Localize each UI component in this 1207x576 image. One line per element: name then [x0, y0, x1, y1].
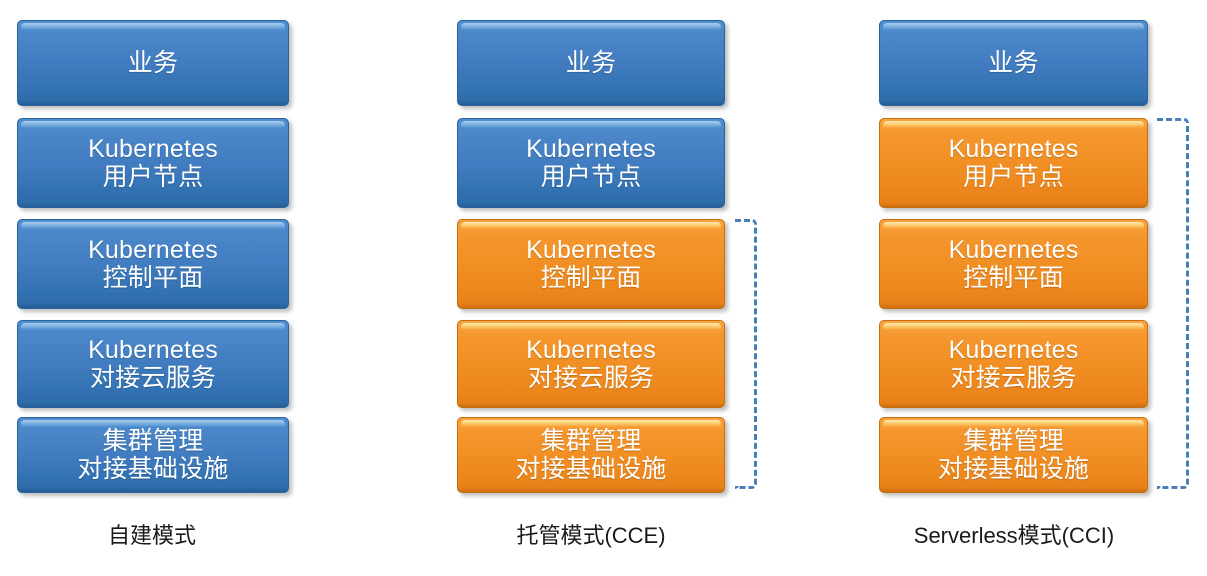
managed-scope-bracket-serverless-cci — [1157, 118, 1189, 489]
layer-box-label: Kubernetes 对接云服务 — [526, 336, 656, 392]
layer-box-label: Kubernetes 对接云服务 — [88, 336, 218, 392]
layer-box-label: 业务 — [988, 49, 1039, 77]
layer-box-self-built-business[interactable]: 业务 — [17, 20, 289, 106]
layer-box-managed-cce-user-nodes[interactable]: Kubernetes 用户节点 — [457, 118, 725, 208]
layer-box-self-built-user-nodes[interactable]: Kubernetes 用户节点 — [17, 118, 289, 208]
layer-box-self-built-control-plane[interactable]: Kubernetes 控制平面 — [17, 219, 289, 309]
layer-box-self-built-cloud-services[interactable]: Kubernetes 对接云服务 — [17, 320, 289, 408]
layer-box-label: Kubernetes 对接云服务 — [948, 336, 1079, 392]
layer-box-managed-cce-cluster-mgmt[interactable]: 集群管理 对接基础设施 — [457, 417, 725, 493]
layer-box-serverless-cci-cluster-mgmt[interactable]: 集群管理 对接基础设施 — [879, 417, 1148, 493]
layer-box-label: Kubernetes 控制平面 — [88, 236, 218, 292]
layer-box-label: Kubernetes 控制平面 — [526, 236, 656, 292]
layer-box-label: 集群管理 对接基础设施 — [77, 427, 229, 483]
layer-box-label: 集群管理 对接基础设施 — [937, 427, 1090, 483]
layer-box-label: 集群管理 对接基础设施 — [515, 427, 667, 483]
column-caption-managed-cce: 托管模式(CCE) — [516, 523, 666, 548]
layer-box-label: Kubernetes 用户节点 — [526, 135, 656, 191]
managed-scope-bracket-managed-cce — [735, 219, 757, 489]
layer-box-serverless-cci-control-plane[interactable]: Kubernetes 控制平面 — [879, 219, 1148, 309]
layer-box-label: 业务 — [127, 49, 179, 77]
layer-box-label: Kubernetes 用户节点 — [948, 135, 1079, 191]
layer-box-self-built-cluster-mgmt[interactable]: 集群管理 对接基础设施 — [17, 417, 289, 493]
layer-box-serverless-cci-cloud-services[interactable]: Kubernetes 对接云服务 — [879, 320, 1148, 408]
layer-box-label: Kubernetes 用户节点 — [88, 135, 218, 191]
column-caption-self-built: 自建模式 — [107, 523, 196, 548]
layer-box-managed-cce-control-plane[interactable]: Kubernetes 控制平面 — [457, 219, 725, 309]
layer-box-label: 业务 — [565, 49, 617, 77]
layer-box-serverless-cci-business[interactable]: 业务 — [879, 20, 1148, 106]
layer-box-managed-cce-cloud-services[interactable]: Kubernetes 对接云服务 — [457, 320, 725, 408]
layer-box-managed-cce-business[interactable]: 业务 — [457, 20, 725, 106]
layer-box-label: Kubernetes 控制平面 — [948, 236, 1079, 292]
layer-box-serverless-cci-user-nodes[interactable]: Kubernetes 用户节点 — [879, 118, 1148, 208]
column-caption-serverless-cci: Serverless模式(CCI) — [913, 523, 1115, 548]
